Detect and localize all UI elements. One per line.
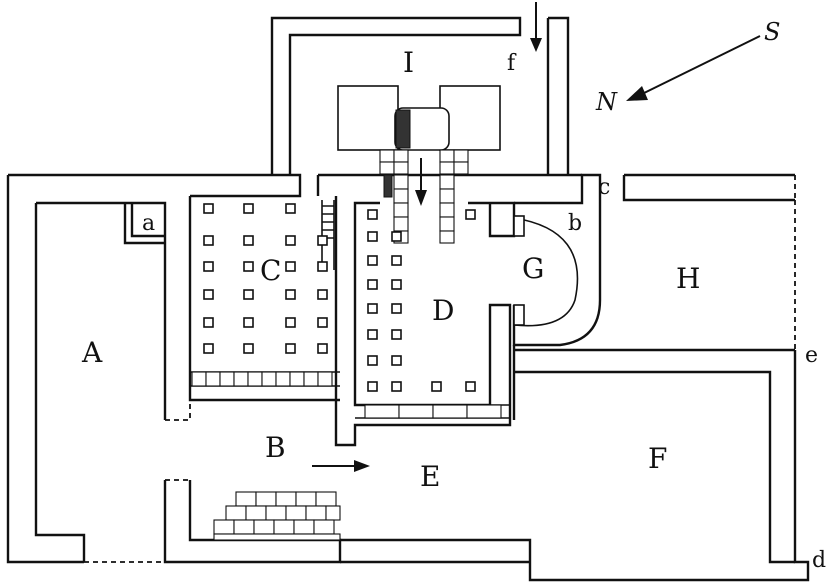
niche-a bbox=[123, 203, 165, 245]
label-room-f: F bbox=[648, 442, 667, 475]
label-room-h: H bbox=[676, 262, 700, 295]
label-room-i: I bbox=[403, 46, 414, 79]
label-point-b: b bbox=[568, 211, 582, 236]
room-d-piers bbox=[367, 209, 476, 392]
room-c-brick-course bbox=[191, 371, 333, 387]
flue-bricks bbox=[379, 149, 469, 244]
label-point-a: a bbox=[142, 211, 155, 236]
stair-bricks bbox=[213, 491, 341, 541]
room-g-apse bbox=[512, 173, 602, 347]
label-room-a: A bbox=[81, 336, 103, 369]
room-f-walls bbox=[512, 345, 795, 564]
label-point-c: c bbox=[598, 175, 610, 200]
label-point-f: f bbox=[507, 51, 517, 76]
room-c-piers bbox=[203, 203, 328, 354]
compass-north-label: N bbox=[595, 88, 618, 116]
flow-arrow-f bbox=[530, 2, 542, 52]
label-room-g: G bbox=[522, 252, 544, 285]
flow-arrow-flue bbox=[415, 158, 427, 206]
room-d-walls bbox=[316, 175, 516, 447]
room-c-walls bbox=[188, 196, 340, 402]
compass-arrow bbox=[626, 35, 761, 101]
label-point-d: d bbox=[812, 548, 826, 573]
label-room-c: C bbox=[260, 254, 281, 287]
label-room-b: B bbox=[265, 431, 286, 464]
flow-arrow-b-to-e bbox=[312, 460, 370, 472]
compass-south-label: S bbox=[764, 18, 780, 46]
label-room-e: E bbox=[420, 460, 440, 493]
room-d-brick-course bbox=[364, 404, 502, 419]
label-room-d: D bbox=[432, 294, 454, 327]
chamber-i-walls bbox=[270, 16, 570, 244]
label-point-e: e bbox=[805, 343, 818, 368]
